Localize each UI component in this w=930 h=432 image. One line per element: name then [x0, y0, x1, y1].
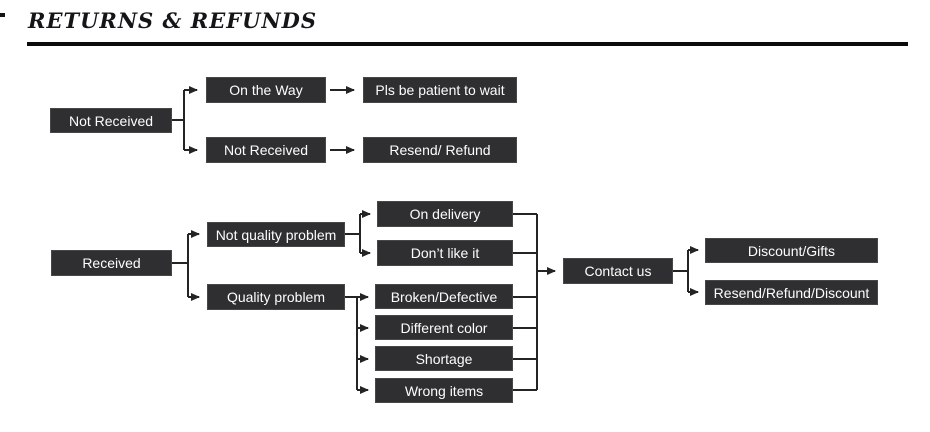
- node-resend-refund: Resend/ Refund: [363, 137, 517, 163]
- title-underline: [27, 42, 908, 46]
- node-received: Received: [51, 250, 172, 276]
- node-not-quality-problem: Not quality problem: [207, 222, 345, 247]
- node-quality-problem: Quality problem: [207, 284, 345, 310]
- node-shortage: Shortage: [375, 346, 513, 371]
- node-resend-refund-discount: Resend/Refund/Discount: [705, 280, 878, 305]
- node-wrong-items: Wrong items: [375, 378, 513, 403]
- node-discount-gifts: Discount/Gifts: [705, 238, 878, 263]
- node-be-patient: Pls be patient to wait: [363, 77, 517, 103]
- node-dont-like-it: Don’t like it: [377, 240, 513, 266]
- page-title: RETURNS & REFUNDS: [28, 8, 318, 33]
- left-edge-mark: [0, 13, 5, 17]
- node-contact-us: Contact us: [563, 258, 673, 284]
- node-not-received: Not Received: [50, 108, 172, 133]
- node-on-delivery: On delivery: [377, 201, 513, 227]
- node-broken-defective: Broken/Defective: [375, 284, 513, 309]
- node-different-color: Different color: [375, 315, 513, 340]
- node-on-the-way: On the Way: [206, 77, 326, 103]
- node-not-received-case: Not Received: [206, 137, 326, 163]
